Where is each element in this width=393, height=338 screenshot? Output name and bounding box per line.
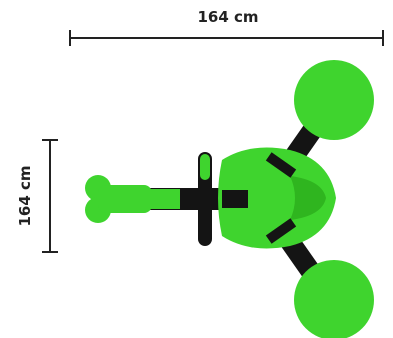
hub-seat-back [290, 176, 326, 220]
depth-dimension: 164 cm [16, 139, 58, 253]
width-dimension-label: 164 cm [197, 8, 258, 26]
handlebar-grip-top [200, 154, 210, 180]
spinner-top-view [85, 60, 374, 338]
hub-bar-upper [265, 152, 297, 178]
hub-bar-lower [265, 218, 297, 244]
width-dimension: 164 cm [69, 8, 384, 46]
depth-dimension-label: 164 cm [16, 165, 34, 226]
seat-top-right [294, 60, 374, 140]
hub-center-block [222, 190, 248, 208]
central-hub [218, 147, 336, 249]
arm-left-green-section [140, 189, 180, 209]
seat-bottom-right [294, 260, 374, 338]
foot-pad-left [85, 175, 152, 223]
